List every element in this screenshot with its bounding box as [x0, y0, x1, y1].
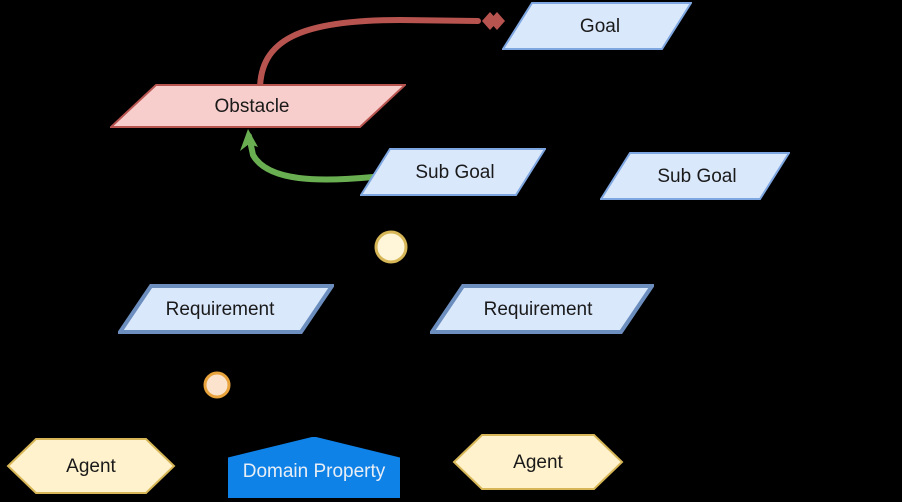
subgoal-left-parallelogram-shape — [360, 148, 546, 196]
node-agent-right[interactable]: Agent — [452, 433, 624, 491]
edge-resolution[interactable] — [240, 129, 376, 183]
refinement-circle-lower[interactable] — [203, 371, 231, 399]
domain-property-home-plate-shape — [228, 437, 400, 498]
subgoal-right-parallelogram-shape — [600, 152, 790, 200]
refinement-circle-upper[interactable] — [374, 230, 408, 264]
node-requirement-left[interactable]: Requirement — [118, 284, 334, 334]
node-obstacle[interactable]: Obstacle — [110, 84, 406, 128]
node-subgoal-right[interactable]: Sub Goal — [600, 152, 790, 200]
node-goal[interactable]: Goal — [502, 2, 692, 50]
agent-right-hexagon-shape — [452, 434, 624, 490]
node-subgoal-left[interactable]: Sub Goal — [360, 148, 546, 196]
goal-parallelogram-shape — [502, 2, 692, 50]
node-agent-left[interactable]: Agent — [6, 437, 176, 495]
node-domain-property[interactable]: Domain Property — [228, 437, 400, 498]
edge-obstruction[interactable] — [257, 12, 505, 93]
obstacle-parallelogram-shape — [110, 84, 406, 128]
agent-left-hexagon-shape — [6, 438, 176, 494]
requirement-right-parallelogram-shape — [430, 284, 654, 334]
requirement-left-parallelogram-shape — [118, 284, 334, 334]
node-requirement-right[interactable]: Requirement — [430, 284, 654, 334]
